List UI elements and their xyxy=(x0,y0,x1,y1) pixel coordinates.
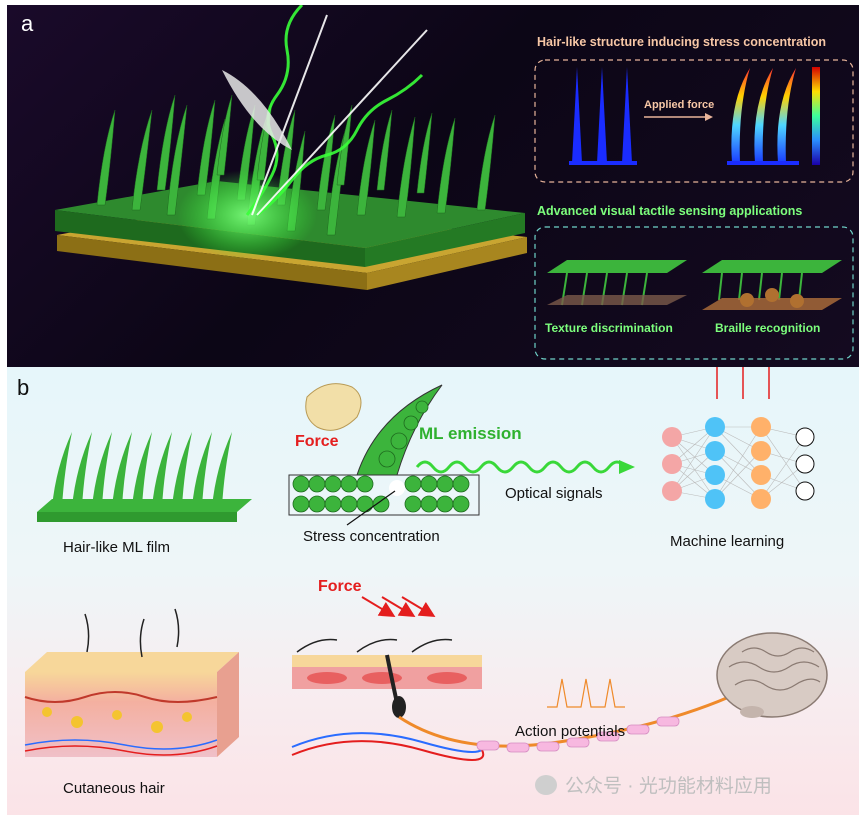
force-label-2: Force xyxy=(318,578,362,595)
neural-network xyxy=(662,417,815,509)
panel-a-illustration xyxy=(55,5,854,360)
action-potential-trace xyxy=(547,678,625,708)
panel-a: a Hair-like structure inducing stress co… xyxy=(7,5,859,367)
panel-b-illustration xyxy=(24,367,828,761)
panel-b-label: b xyxy=(17,375,30,400)
cutaneous-hair-label: Cutaneous hair xyxy=(63,780,165,797)
panel-a-label: a xyxy=(21,11,34,36)
optical-signals-label: Optical signals xyxy=(505,485,603,502)
applications-box xyxy=(534,226,854,360)
texture-film xyxy=(547,260,687,306)
feather-icon xyxy=(222,70,292,150)
skin-block xyxy=(24,608,239,757)
emission-wave-2 xyxy=(256,73,424,217)
myelin-segments xyxy=(476,716,680,753)
braille-film xyxy=(702,260,842,310)
ml-emission-label: ML emission xyxy=(419,424,522,443)
hair-film-diagram xyxy=(37,432,252,522)
brain-icon xyxy=(716,632,828,718)
wechat-icon xyxy=(535,774,557,795)
panel-b: b Force ML emission Optical signals Stre… xyxy=(7,367,859,815)
braille-label: Braille recognition xyxy=(715,321,821,335)
hair-film-label: Hair-like ML film xyxy=(63,539,170,556)
stress-concentration-label: Stress concentration xyxy=(303,528,440,545)
applied-force-label: Applied force xyxy=(644,99,715,111)
unloaded-spikes xyxy=(569,67,637,165)
applications-title: Advanced visual tactile sensing applicat… xyxy=(537,204,803,218)
stress-title: Hair-like structure inducing stress conc… xyxy=(537,35,826,49)
watermark-text: 公众号 · 光功能材料应用 xyxy=(565,776,772,797)
ml-emission-wave xyxy=(415,460,627,474)
watermark: 公众号 · 光功能材料应用 xyxy=(535,771,772,798)
finger-icon xyxy=(305,383,362,431)
output-arrows xyxy=(716,367,770,399)
force-label: Force xyxy=(295,433,339,450)
stress-mechanism xyxy=(288,383,480,526)
stress-box xyxy=(534,59,854,183)
loaded-spikes xyxy=(731,68,796,163)
color-bar xyxy=(812,67,820,165)
hair-array xyxy=(96,94,496,236)
action-potentials-label: Action potentials xyxy=(515,723,626,740)
machine-learning-label: Machine learning xyxy=(670,533,785,550)
texture-label: Texture discrimination xyxy=(545,321,673,335)
hair-cross-section xyxy=(291,596,485,761)
